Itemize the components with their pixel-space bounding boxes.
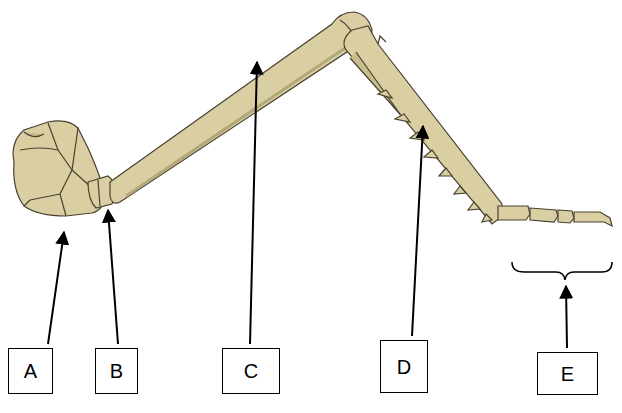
label-box: A xyxy=(8,348,53,394)
femur-bone xyxy=(110,12,372,203)
label-box: D xyxy=(380,340,428,393)
label-box: E xyxy=(537,352,598,395)
tibia-bone xyxy=(344,26,502,224)
bracket xyxy=(512,262,612,280)
tarsus-bones xyxy=(498,206,612,226)
part-letter: D xyxy=(397,356,411,378)
label-box: B xyxy=(95,348,138,394)
coxa-bone xyxy=(13,121,104,216)
part-letter: C xyxy=(244,360,258,382)
part-letter: A xyxy=(24,360,37,382)
leader-arrows xyxy=(48,62,567,348)
part-letter: E xyxy=(561,363,574,385)
part-letter: B xyxy=(110,360,123,382)
label-box: C xyxy=(222,348,280,394)
